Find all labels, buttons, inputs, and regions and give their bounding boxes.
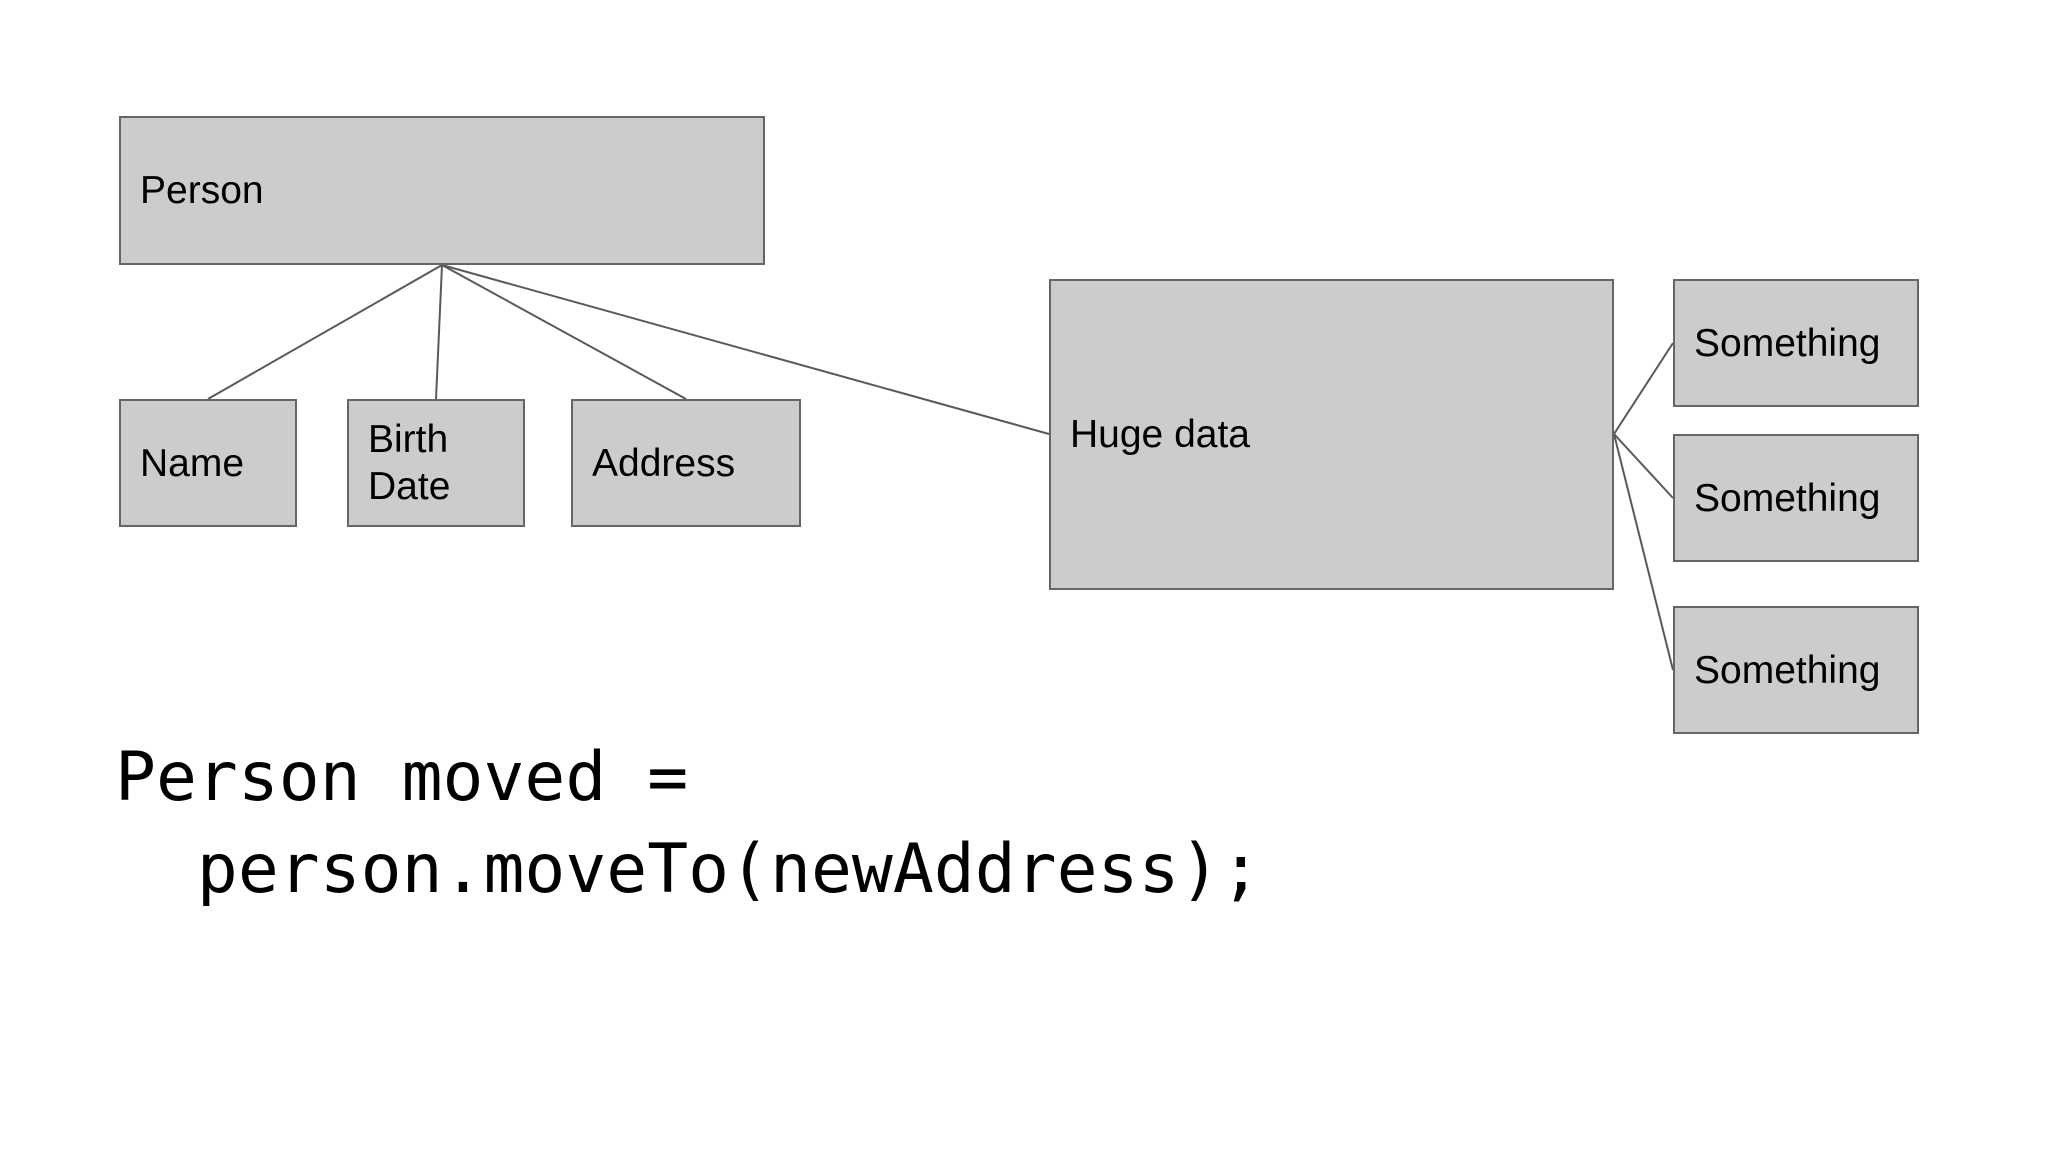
node-address: Address [571,399,801,527]
edge-huge-data-something-2 [1613,433,1674,499]
edge-huge-data-something-1 [1613,342,1674,435]
node-something-2: Something [1673,434,1919,562]
node-something-3: Something [1673,606,1919,734]
edge-person-name [207,264,443,400]
edge-person-huge-data [441,264,1050,435]
node-name: Name [119,399,297,527]
node-something-1: Something [1673,279,1919,407]
node-birth-date-label-line1: Birth [368,418,449,461]
node-birth-date-label: Birth Date [368,416,450,510]
edge-huge-data-something-3 [1613,433,1674,671]
node-person: Person [119,116,765,265]
node-something-2-label: Something [1694,476,1881,520]
node-name-label: Name [140,441,245,485]
edge-person-birth-date [435,264,443,400]
node-something-1-label: Something [1694,321,1881,365]
code-snippet: Person moved = person.moveTo(newAddress)… [115,732,1261,916]
edge-person-address [441,264,687,400]
node-birth-date-label-line2: Date [368,465,451,508]
node-huge-data: Huge data [1049,279,1614,590]
node-huge-data-label: Huge data [1070,413,1250,456]
code-line-2: person.moveTo(newAddress); [115,830,1262,909]
code-line-1: Person moved = [115,738,689,817]
node-something-3-label: Something [1694,648,1881,692]
node-person-label: Person [140,169,264,212]
node-address-label: Address [592,441,736,485]
node-birth-date: Birth Date [347,399,525,527]
